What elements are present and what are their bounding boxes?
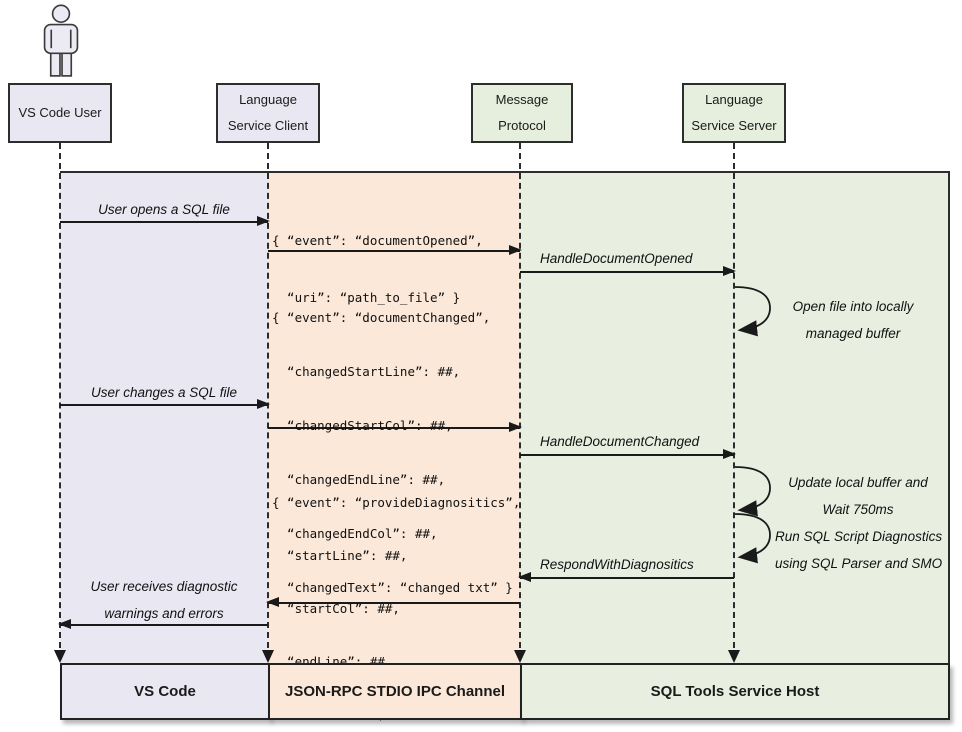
participant-box-vscode-user: VS Code User [8, 83, 112, 143]
footer-ipc-channel: JSON-RPC STDIO IPC Channel [268, 663, 522, 720]
label-respond-diagnostics: RespondWithDiagnositics [540, 557, 694, 572]
self-loop-run-diagnostics [734, 513, 771, 564]
lifeline-client [267, 143, 269, 648]
band-top-border [60, 171, 950, 173]
arrow-diagnostics-to-client [266, 597, 520, 607]
label-user-changes: User changes a SQL file [90, 385, 238, 400]
label-handle-opened: HandleDocumentOpened [540, 251, 693, 266]
lifeline-server [733, 143, 735, 648]
label-handle-changed: HandleDocumentChanged [540, 434, 700, 449]
footer-vscode: VS Code [60, 663, 270, 720]
participant-label-line1: Language [239, 92, 297, 107]
participant-box-message-protocol: Message Protocol [471, 83, 573, 143]
lifeline-user [59, 143, 61, 648]
participant-box-language-service-client: Language Service Client [216, 83, 320, 143]
arrow-diagnostics-to-user [58, 619, 268, 629]
json-payload-document-changed: { “event”: “documentChanged”, “changedSt… [272, 310, 513, 595]
json-payload-document-opened: { “event”: “documentOpened”, “uri”: “pat… [272, 233, 483, 305]
participant-label: VS Code User [18, 105, 102, 120]
arrow-user-changes [60, 399, 270, 409]
arrow-respond-diagnostics [518, 572, 734, 582]
footer-sql-tools-service-host: SQL Tools Service Host [520, 663, 950, 720]
user-actor-icon [43, 4, 79, 77]
arrow-document-opened [268, 245, 522, 255]
label-run-diagnostics-note: Run SQL Script Diagnostics using SQL Par… [775, 529, 943, 571]
participant-box-language-service-server: Language Service Server [682, 83, 786, 143]
participant-label-line1: Language [705, 92, 763, 107]
lifeline-end-arrow [514, 650, 526, 663]
arrow-user-opens [60, 216, 270, 226]
label-update-buffer-note: Update local buffer and Wait 750ms [788, 475, 928, 517]
lifeline-end-arrow [262, 650, 274, 663]
self-loop-open-file [734, 286, 771, 337]
arrow-handle-opened [520, 266, 736, 276]
participant-label-line2: Service Client [227, 118, 309, 133]
label-user-receives: User receives diagnostic warnings and er… [90, 579, 238, 621]
band-host [520, 173, 950, 663]
arrow-handle-changed [520, 449, 736, 459]
participant-label-line1: Message [495, 92, 549, 107]
participant-label-line2: Protocol [498, 118, 546, 133]
band-vscode [60, 173, 268, 663]
arrow-document-changed [268, 422, 522, 432]
lifeline-end-arrow [728, 650, 740, 663]
band-right-border [948, 171, 950, 663]
lifeline-protocol [519, 143, 521, 648]
self-loop-update-buffer [734, 466, 771, 517]
label-open-file-note: Open file into locally managed buffer [792, 299, 914, 341]
lifeline-end-arrow [54, 650, 66, 663]
band-ipc [268, 173, 520, 663]
label-user-opens: User opens a SQL file [98, 202, 230, 217]
participant-label-line2: Service Server [691, 118, 777, 133]
